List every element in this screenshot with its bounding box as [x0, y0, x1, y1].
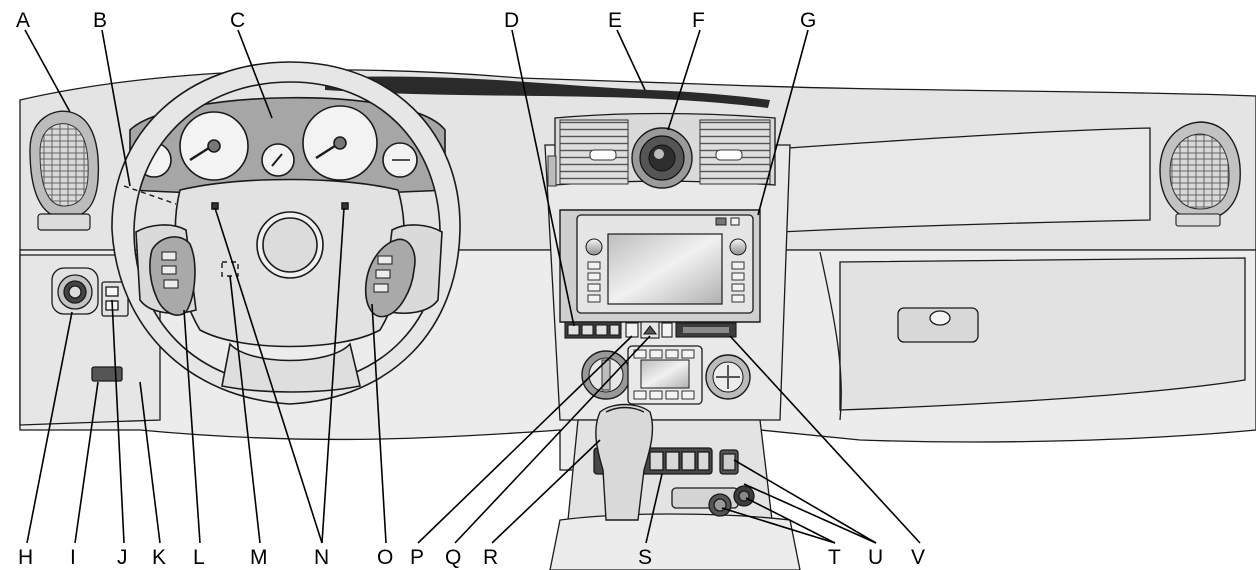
callout-b: B: [93, 9, 107, 32]
callout-c: C: [230, 9, 245, 32]
callout-t: T: [828, 546, 841, 569]
callout-r: R: [483, 546, 498, 569]
callout-n: N: [314, 546, 329, 569]
leader-lines: [24, 29, 921, 544]
callout-letters-bottom: H I J K L M N O P Q R S T U V: [18, 546, 925, 569]
callout-a: A: [16, 9, 30, 32]
callout-letters-top: A B C D E F G: [16, 9, 816, 32]
callout-e: E: [608, 9, 622, 32]
center-console: [549, 419, 801, 570]
left-side-air-vent: [29, 110, 100, 231]
callout-k: K: [152, 546, 166, 569]
center-button-strip: [564, 321, 737, 339]
callout-h: H: [18, 546, 33, 569]
windshield-defroster-strip: [325, 76, 770, 108]
right-side-air-vent: [1159, 121, 1241, 227]
callout-m: M: [250, 546, 268, 569]
callout-o: O: [377, 546, 393, 569]
callout-f: F: [692, 9, 705, 32]
callout-j: J: [117, 546, 128, 569]
callout-d: D: [504, 9, 519, 32]
headlamp-switch-area: [51, 267, 129, 382]
callout-g: G: [800, 9, 816, 32]
center-air-vents: [547, 112, 776, 189]
navigation-display-unit: [559, 209, 761, 323]
callout-q: Q: [445, 546, 461, 569]
climate-controls: [581, 345, 751, 405]
shift-lever: [595, 403, 654, 521]
callout-v: V: [911, 546, 925, 569]
callout-s: S: [638, 546, 652, 569]
callout-l: L: [193, 546, 205, 569]
callout-i: I: [70, 546, 76, 569]
callout-u: U: [868, 546, 883, 569]
callout-p: P: [410, 546, 424, 569]
